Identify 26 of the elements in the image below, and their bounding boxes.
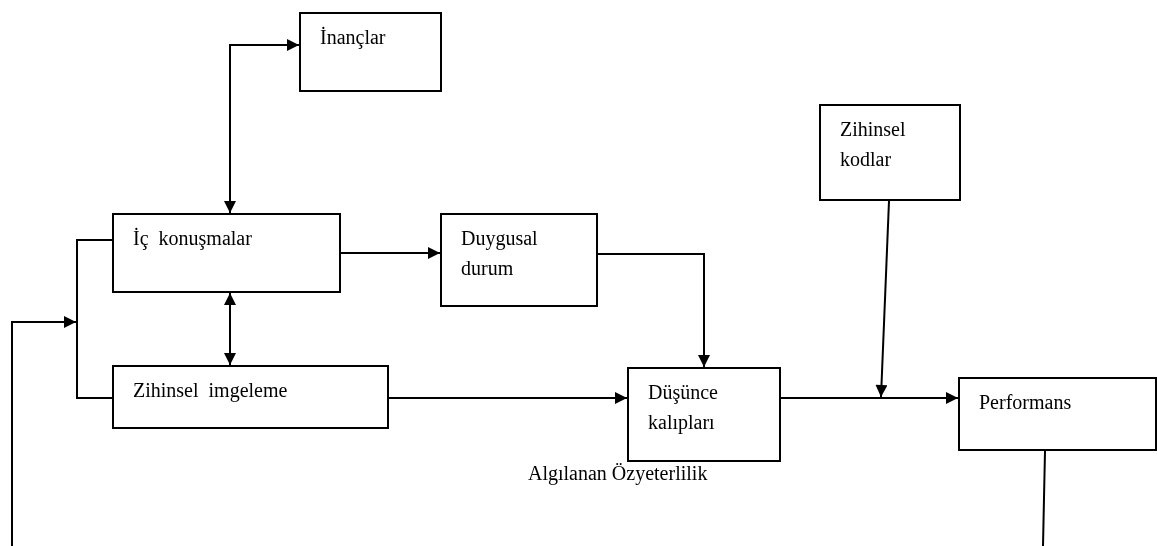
connector-line	[11, 316, 77, 546]
process-box	[819, 104, 961, 201]
connector-line	[875, 200, 890, 398]
process-box	[627, 367, 781, 462]
box-label: Düşünce kalıpları	[648, 380, 719, 436]
connector-line	[780, 392, 959, 404]
box-label: İç konuşmalar	[133, 226, 252, 252]
box-label: İnançlar	[320, 25, 386, 51]
process-box	[440, 213, 598, 307]
process-box	[299, 12, 442, 92]
diagram-label: Algılanan Özyeterlilik	[528, 462, 708, 485]
connector-line	[1042, 450, 1046, 546]
process-box	[112, 365, 389, 429]
process-box	[112, 213, 341, 293]
box-label: Zihinsel kodlar	[840, 117, 907, 172]
connector-line	[388, 392, 628, 404]
connector-line	[224, 292, 236, 366]
connector-line	[77, 397, 113, 399]
connector-line	[77, 239, 113, 241]
connector-line	[224, 39, 300, 214]
box-label: Zihinsel imgeleme	[133, 378, 288, 404]
process-box	[958, 377, 1157, 451]
box-label: Performans	[979, 390, 1072, 415]
box-label: Duygusal durum	[461, 226, 539, 281]
connector-line	[340, 247, 441, 259]
connector-line	[597, 253, 710, 368]
